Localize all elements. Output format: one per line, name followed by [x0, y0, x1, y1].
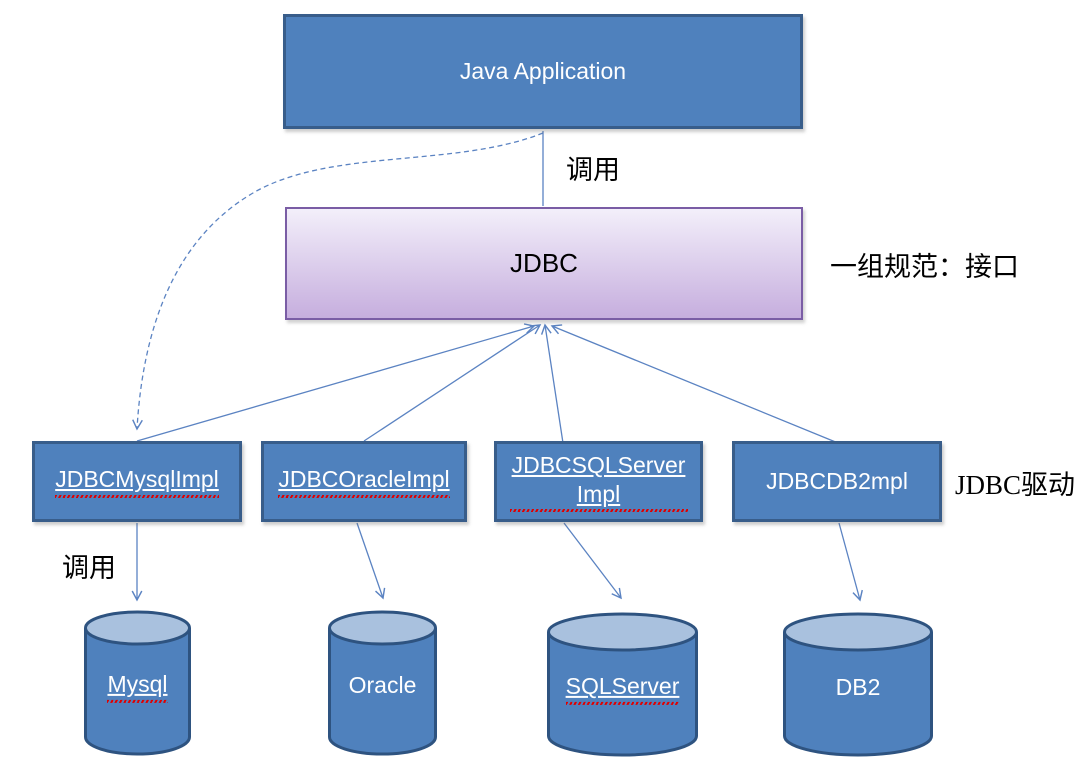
java-application-node: Java Application [283, 14, 803, 129]
edge-sqlserverimpl-sqlserver [563, 522, 622, 600]
jdbc-mysql-impl-label: JDBCMysqlImpl [55, 465, 219, 498]
mysql-cylinder: Mysql [84, 610, 191, 756]
call-label-bottom: 调用 [62, 553, 116, 583]
jdbc-mysql-impl-node: JDBCMysqlImpl [32, 441, 242, 522]
sqlserver-label: SQLServer [566, 672, 680, 705]
database-cylinder-shape [783, 612, 933, 757]
db2-cylinder: DB2 [783, 612, 933, 758]
edge-db2impl-db2 [838, 522, 863, 602]
edge-mysqlimpl-jdbc [136, 323, 536, 442]
jdbc-oracle-impl-label: JDBCOracleImpl [278, 465, 449, 498]
oracle-cylinder: Oracle [328, 610, 437, 756]
oracle-label: Oracle [348, 672, 417, 699]
jdbc-db2-impl-label: JDBCDB2mpl [766, 468, 908, 494]
jdbc-label: JDBC [510, 248, 578, 278]
jdbc-node: JDBC [285, 207, 803, 320]
jdbc-driver-note: JDBC驱动 [955, 470, 1074, 500]
edge-javaapp-mysqlimpl-dashed [132, 132, 544, 431]
db2-label: DB2 [835, 674, 881, 701]
sqlserver-cylinder: SQLServer [547, 612, 698, 758]
jdbc-sqlserver-impl-label: JDBCSQLServerImpl [510, 451, 688, 513]
edge-oracleimpl-jdbc [363, 324, 542, 442]
database-cylinder-shape [328, 610, 437, 756]
edge-db2impl-jdbc [550, 324, 839, 444]
edge-oracleimpl-oracle [356, 522, 386, 600]
call-label-top: 调用 [566, 155, 620, 185]
jdbc-spec-note: 一组规范：接口 [830, 252, 1019, 282]
jdbc-oracle-impl-node: JDBCOracleImpl [261, 441, 467, 522]
jdbc-sqlserver-impl-node: JDBCSQLServerImpl [494, 441, 703, 522]
edge-sqlserverimpl-jdbc [540, 323, 564, 444]
jdbc-db2-impl-node: JDBCDB2mpl [732, 441, 942, 522]
mysql-label: Mysql [107, 670, 167, 703]
java-application-label: Java Application [459, 58, 627, 84]
